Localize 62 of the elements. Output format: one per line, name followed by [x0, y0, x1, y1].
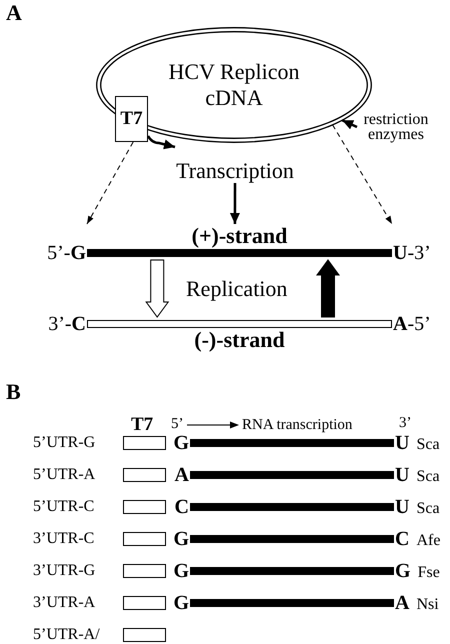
process-label: Transcription [176, 159, 294, 183]
arrow [230, 183, 240, 224]
rna-bar [190, 535, 394, 543]
construct-label: 3’UTR-G [33, 563, 96, 579]
rna-bar [190, 471, 394, 479]
rna-bar [190, 439, 394, 447]
nucleotide-label: G [395, 560, 411, 582]
rna-bar [190, 599, 394, 607]
enzyme-label: Sca [416, 435, 440, 455]
promoter-box [123, 596, 166, 610]
enzyme-label: Afe [416, 531, 440, 551]
promoter-box [123, 532, 166, 546]
nucleotide-label: U [395, 432, 410, 454]
nucleotide-label: G [173, 592, 189, 614]
enzyme-label: Fse [418, 563, 440, 583]
construct-label: 3’UTR-A [33, 595, 96, 611]
plasmid-label: HCV Replicon cDNA [168, 59, 300, 111]
annotation-label: restriction enzymes [362, 112, 430, 142]
arrow [342, 119, 358, 130]
promoter-box [123, 468, 166, 482]
end-label: 5’ [171, 416, 184, 432]
construct-label: 5’UTR-G [33, 435, 96, 451]
promoter-label: T7 [120, 109, 143, 129]
nucleotide-label: G [173, 560, 189, 582]
nucleotide-label: G [173, 528, 189, 550]
end-label: U-3’ [393, 242, 431, 264]
promoter-box [123, 500, 166, 514]
strand-label: (+)-strand [190, 224, 288, 248]
enzyme-label: Sca [416, 499, 440, 519]
enzyme-label: Nsi [416, 595, 439, 615]
nucleotide-label: U [395, 496, 410, 518]
construct-label: 5’UTR-A [33, 467, 96, 483]
panel-letter: A [6, 2, 22, 24]
end-label: 3’-C [48, 313, 86, 335]
construct-label: 5’UTR-C [33, 499, 94, 515]
promoter-box [123, 628, 166, 642]
direction-label: RNA transcription [242, 417, 352, 433]
nucleotide-label: C [174, 496, 189, 518]
panel-letter: B [6, 381, 21, 403]
block-arrow [145, 260, 170, 318]
construct-label: 5’UTR-A/ [33, 627, 100, 643]
dashed-arrow [86, 142, 134, 224]
arrow [146, 135, 176, 150]
enzyme-label: Sca [416, 467, 440, 487]
block-arrow [316, 259, 340, 318]
dashed-arrow [332, 124, 392, 224]
end-label: 5’-G [47, 242, 86, 264]
rna-bar [190, 503, 394, 511]
end-label: A-5’ [393, 313, 431, 335]
column-heading: T7 [131, 415, 154, 435]
promoter-box [123, 436, 166, 450]
promoter-box [123, 564, 166, 578]
nucleotide-label: C [395, 528, 410, 550]
nucleotide-label: G [173, 432, 189, 454]
strand-label: (-)-strand [193, 328, 286, 352]
rna-bar [190, 567, 394, 575]
end-label: 3’ [399, 415, 412, 431]
nucleotide-label: U [395, 464, 410, 486]
process-label: Replication [186, 277, 288, 301]
nucleotide-label: A [174, 464, 189, 486]
construct-label: 3’UTR-C [33, 531, 94, 547]
nucleotide-label: A [395, 592, 410, 614]
